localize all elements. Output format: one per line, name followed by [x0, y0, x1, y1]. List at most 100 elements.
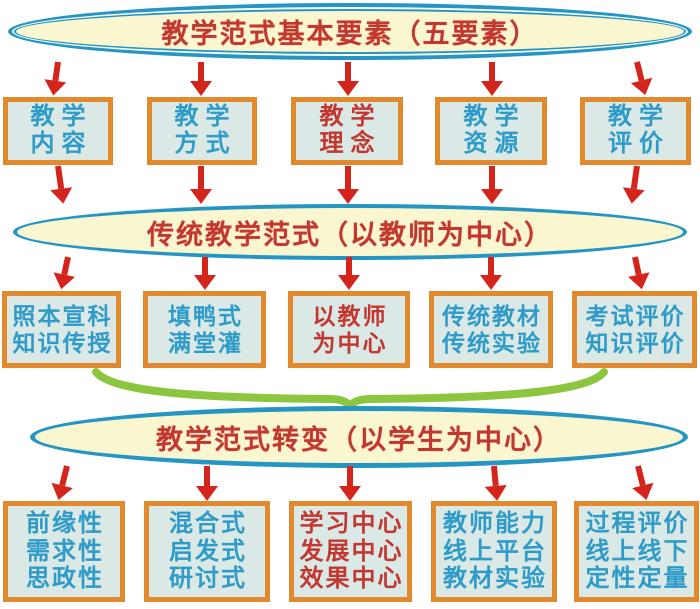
arrow-head [50, 272, 76, 292]
box-line: 教学 [608, 103, 670, 131]
down-arrow [483, 465, 509, 502]
down-arrow [42, 60, 69, 98]
arrow-stem [635, 465, 646, 487]
box-line: 评价 [608, 130, 670, 157]
down-arrow [620, 164, 648, 206]
down-arrow [196, 466, 218, 501]
arrow-head [190, 189, 212, 204]
down-arrow [194, 257, 216, 290]
box-line: 混合式 [169, 509, 247, 537]
arrow-stem [489, 166, 495, 189]
arrow-stem [198, 62, 204, 81]
box-line: 启发式 [169, 537, 247, 565]
row3-box-learning-centered: 学习中心 发展中心 效果中心 [289, 501, 412, 602]
box-line: 填鸭式 [168, 303, 243, 330]
arrow-head [194, 275, 216, 290]
box-line: 传统教材 [442, 303, 542, 330]
arrow-stem [488, 257, 494, 275]
box-line: 为中心 [312, 329, 388, 356]
down-arrow [190, 166, 212, 204]
down-arrow [626, 59, 656, 98]
down-arrow [337, 166, 359, 204]
box-line: 理念 [319, 130, 382, 157]
bottom-ellipse-label: 教学范式转变（以学生为中心） [156, 424, 562, 455]
row3-box-blended-heuristic-seminar: 混合式 启发式 研讨式 [144, 501, 270, 602]
arrow-head [620, 187, 645, 206]
top-ellipse-label: 教学范式基本要素（五要素） [161, 19, 539, 49]
arrow-head [481, 189, 503, 204]
arrow-head [339, 486, 361, 501]
arrow-stem [491, 465, 499, 487]
brace-curve [92, 368, 608, 410]
row1-box-teaching-evaluation: 教学 评价 [580, 97, 691, 165]
arrow-stem [630, 165, 640, 190]
row2-box-exam-evaluation: 考试评价 知识评价 [572, 291, 697, 368]
middle-ellipse: 传统教学范式（以教师为中心） [13, 204, 687, 260]
box-line: 学习中心 [299, 509, 404, 537]
box-line: 传统实验 [442, 329, 542, 356]
row2-box-traditional-materials: 传统教材 传统实验 [429, 291, 553, 368]
arrow-stem [345, 166, 351, 189]
box-line: 知识评价 [585, 329, 686, 356]
box-line: 教学 [319, 103, 382, 131]
down-arrow [47, 164, 75, 206]
box-line: 教学 [463, 103, 526, 131]
arrow-head [42, 79, 67, 98]
arrow-stem [632, 256, 642, 276]
arrow-stem [198, 166, 204, 189]
box-line: 教材实验 [443, 565, 547, 593]
box-line: 需求性 [26, 537, 104, 565]
bottom-ellipse: 教学范式转变（以学生为中心） [30, 406, 688, 468]
arrow-head [190, 81, 212, 96]
down-arrow [339, 466, 361, 501]
box-line: 定性定量 [585, 565, 690, 593]
box-line: 方式 [174, 130, 237, 157]
down-arrow [47, 463, 78, 503]
arrow-stem [346, 257, 352, 275]
arrow-stem [202, 257, 208, 275]
box-line: 知识传授 [12, 329, 113, 356]
box-line: 教学 [174, 103, 237, 131]
arrow-stem [52, 61, 61, 82]
row1-box-teaching-resources: 教学 资源 [435, 97, 547, 165]
top-ellipse: 教学范式基本要素（五要素） [8, 3, 692, 60]
down-arrow [337, 62, 359, 96]
box-line: 思政性 [26, 565, 104, 593]
down-arrow [190, 62, 212, 96]
row3-box-frontier-demand-ideology: 前缘性 需求性 思政性 [3, 501, 125, 602]
box-line: 线上平台 [443, 537, 547, 565]
row2-box-teacher-centered: 以教师 为中心 [288, 291, 410, 368]
arrow-head [338, 275, 360, 290]
arrow-stem [55, 165, 65, 190]
arrow-head [480, 275, 502, 290]
row1-box-teaching-content: 教学 内容 [3, 97, 113, 165]
down-arrow [624, 255, 653, 292]
down-arrow [481, 62, 503, 96]
arrow-stem [347, 466, 353, 486]
arrow-head [50, 187, 75, 206]
box-line: 研讨式 [169, 565, 247, 593]
arrow-head [47, 482, 73, 503]
arrow-head [627, 272, 653, 292]
box-line: 满堂灌 [168, 329, 243, 356]
box-line: 效果中心 [299, 565, 404, 593]
box-line: 考试评价 [585, 303, 686, 330]
box-line: 前缘性 [26, 509, 104, 537]
box-line: 照本宣科 [12, 303, 113, 330]
arrow-head [630, 77, 656, 98]
arrow-stem [634, 61, 645, 82]
box-line: 以教师 [312, 303, 388, 330]
down-arrow [50, 255, 78, 292]
arrow-stem [489, 62, 495, 81]
box-line: 资源 [463, 130, 526, 157]
box-line: 教师能力 [443, 509, 547, 537]
arrow-head [484, 484, 509, 502]
arrow-head [337, 81, 359, 96]
down-arrow [481, 166, 503, 204]
down-arrow [480, 257, 502, 290]
box-line: 发展中心 [299, 537, 404, 565]
box-line: 教学 [30, 103, 93, 131]
arrow-stem [61, 256, 71, 276]
row2-box-rote-teaching: 照本宣科 知识传授 [2, 291, 121, 368]
